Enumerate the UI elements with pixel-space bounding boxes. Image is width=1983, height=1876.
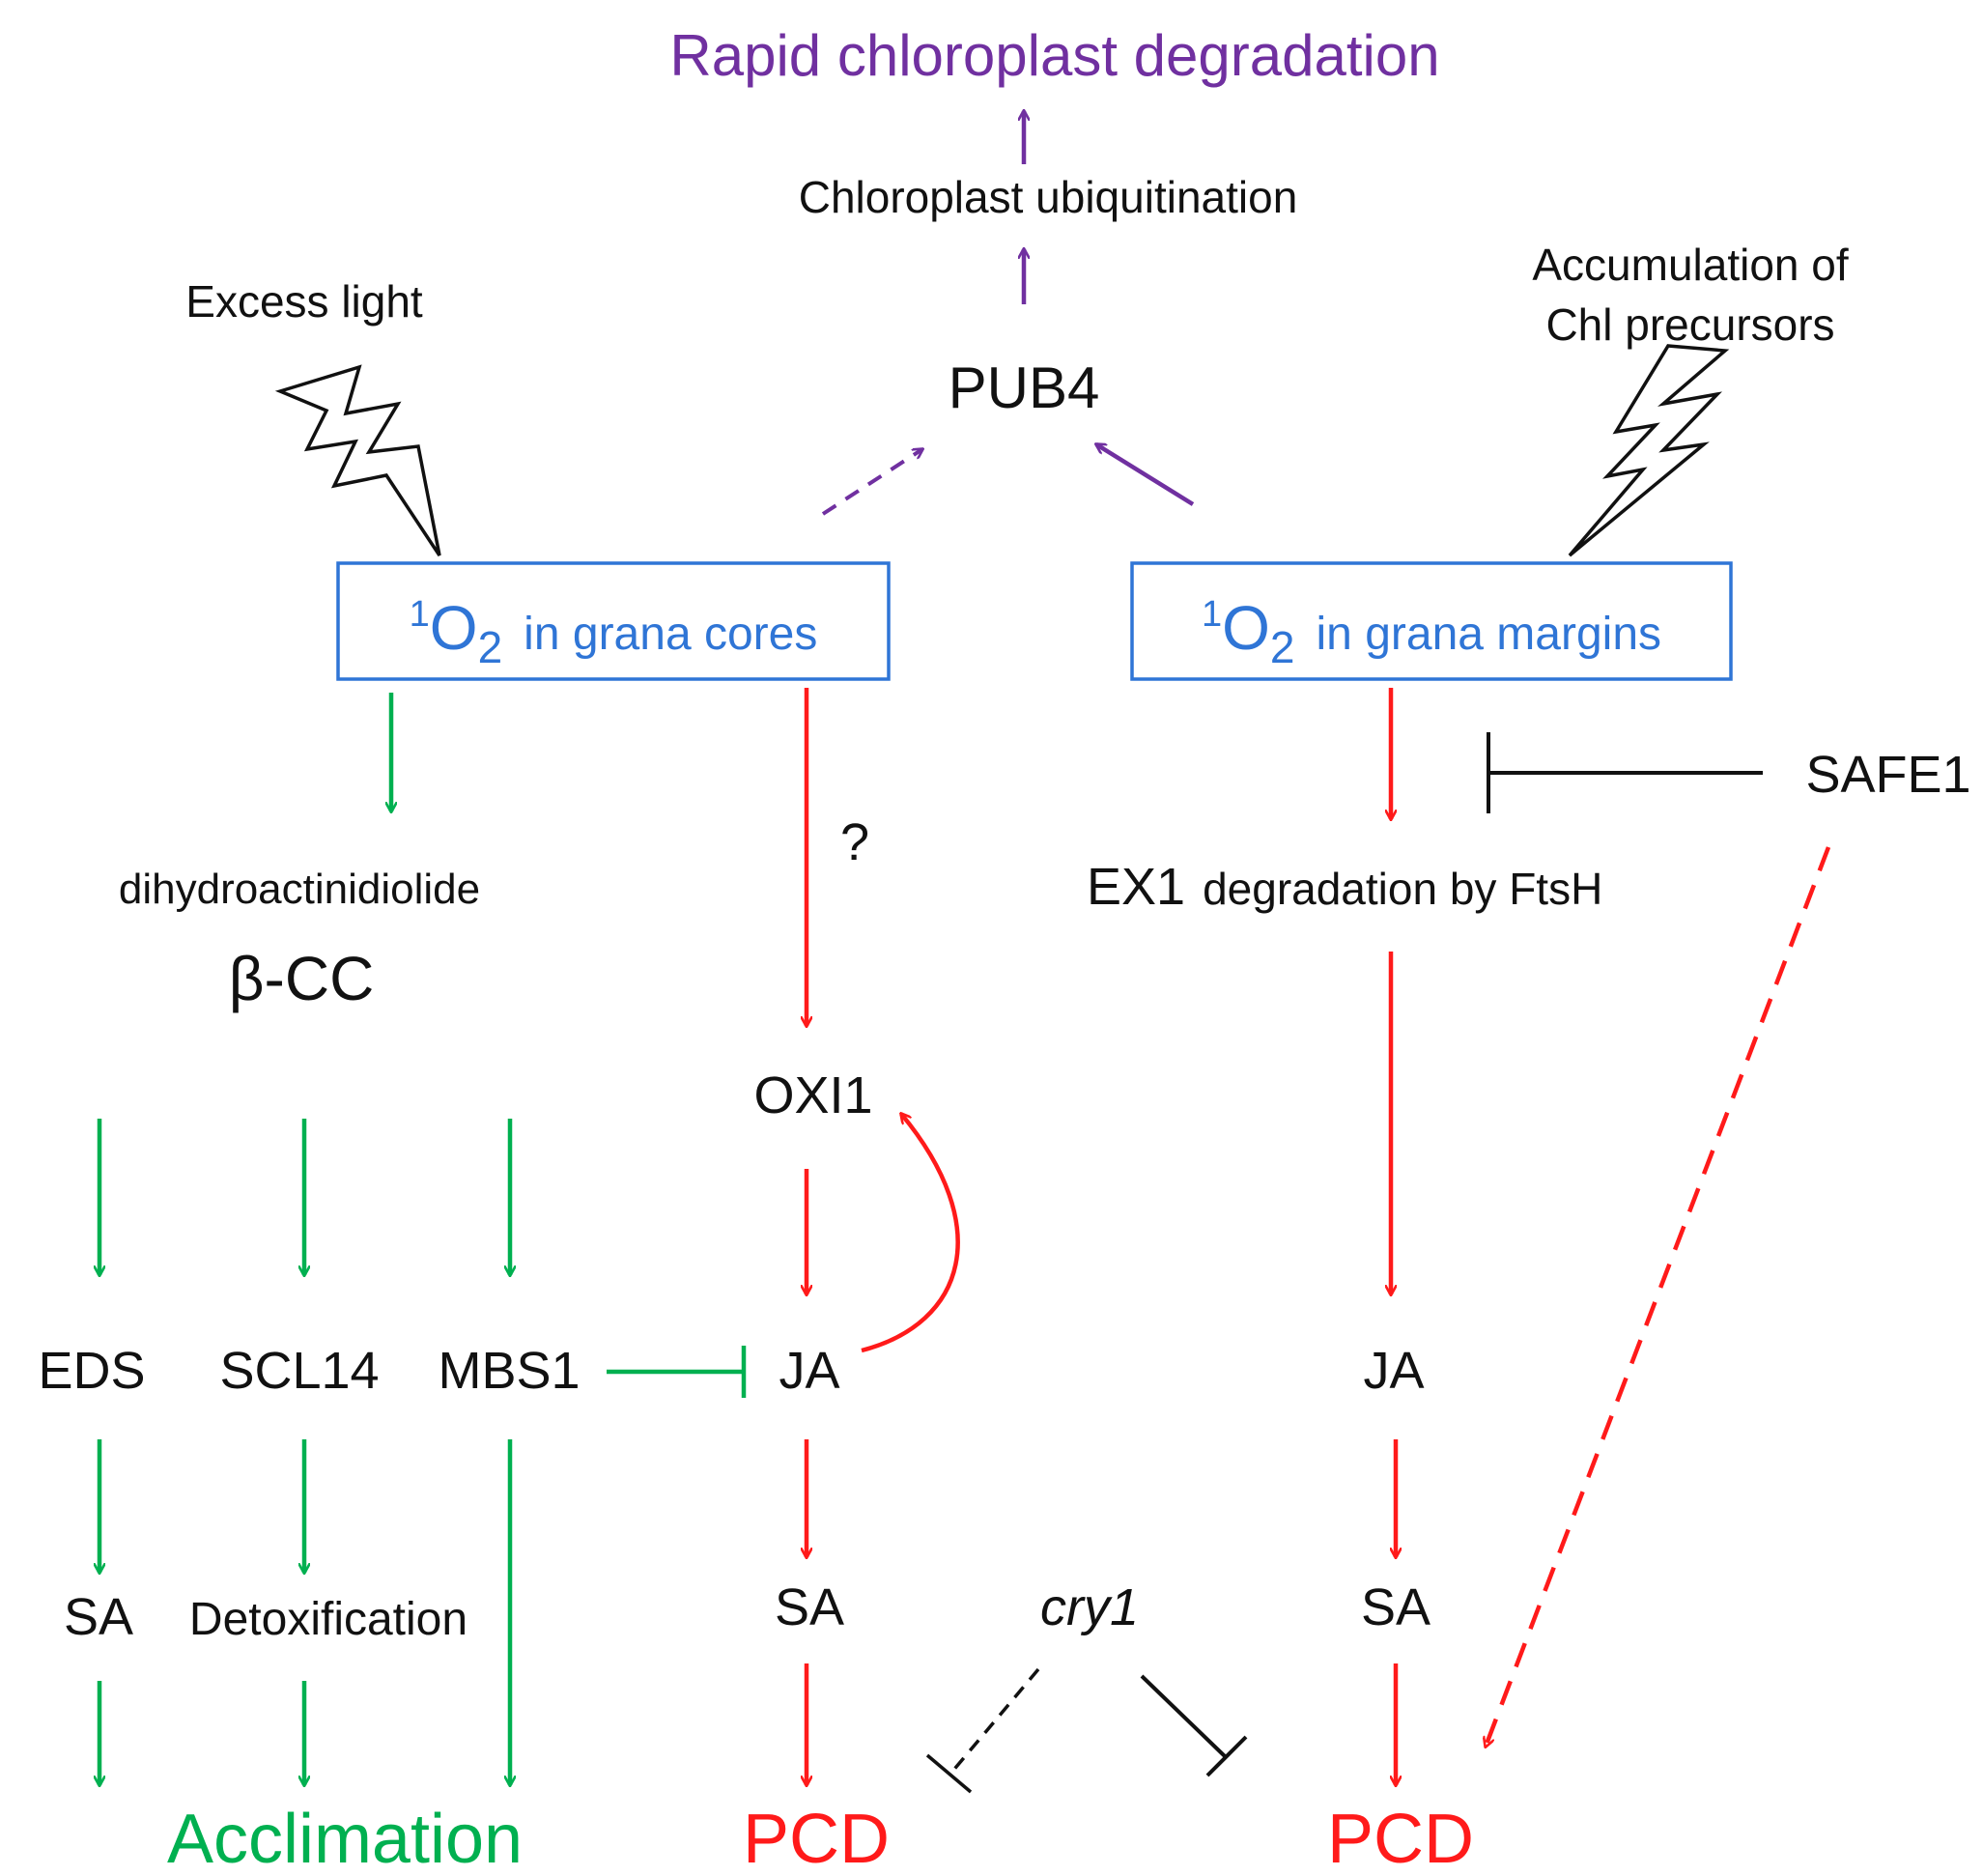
singlet-oxygen-o: O — [1222, 593, 1270, 663]
singlet-oxygen-subscript: 2 — [478, 622, 503, 672]
singlet-oxygen-subscript: 2 — [1270, 622, 1295, 672]
sa-mid-label: SA — [775, 1578, 844, 1636]
cry1-label: cry1 — [1040, 1578, 1139, 1636]
sa-green-label: SA — [64, 1588, 133, 1646]
ex1-text: EX1 — [1087, 858, 1185, 916]
dihydroactinidiolide-label: dihydroactinidiolide — [119, 866, 480, 913]
grana-margins-text: in grana margins — [1317, 609, 1662, 660]
pcd-right-label: PCD — [1327, 1801, 1474, 1876]
accumulation-label-line2: Chl precursors — [1545, 299, 1834, 350]
beta-cc-label: β-CC — [229, 944, 375, 1013]
pcd-left-label: PCD — [743, 1801, 890, 1876]
chloroplast-ubiquitination-label: Chloroplast ubiquitination — [799, 172, 1298, 222]
pub4-label: PUB4 — [949, 355, 1100, 420]
grana-margins-box — [1130, 561, 1733, 681]
inhibition-cry1-to-pcd-right — [1140, 1674, 1227, 1758]
grana-cores-label: 1O2 in grana cores — [410, 593, 818, 672]
excess-light-label: Excess light — [185, 276, 423, 327]
scl14-label: SCL14 — [219, 1342, 379, 1400]
singlet-oxygen-superscript: 1 — [410, 594, 430, 635]
mbs1-label: MBS1 — [438, 1342, 580, 1400]
ja-left-label: JA — [779, 1342, 839, 1400]
safe1-label: SAFE1 — [1805, 746, 1970, 804]
question-mark: ? — [840, 813, 869, 871]
detoxification-label: Detoxification — [189, 1594, 467, 1645]
lightning-bolt-icon — [274, 364, 441, 556]
sa-right-label: SA — [1361, 1578, 1431, 1636]
grana-cores-box — [336, 561, 891, 681]
grana-cores-text: in grana cores — [524, 609, 817, 660]
lightning-bolt-icon — [1568, 344, 1730, 557]
singlet-oxygen-superscript: 1 — [1202, 594, 1222, 635]
acclimation-label: Acclimation — [167, 1801, 523, 1876]
inhibition-bar — [1205, 1735, 1248, 1777]
dashed-inhibition-cry1-to-pcd-left — [949, 1667, 1040, 1775]
inhibition-bar — [925, 1753, 973, 1794]
ja-right-label: JA — [1363, 1342, 1424, 1400]
grana-margins-label: 1O2 in grana margins — [1202, 593, 1661, 672]
feedback-arrow-ja-to-oxi1 — [861, 1114, 960, 1353]
rapid-degradation-label: Rapid chloroplast degradation — [669, 23, 1439, 88]
singlet-oxygen-o: O — [430, 593, 478, 663]
ex1-degradation-label: EX1 degradation by FtsH — [1087, 858, 1602, 916]
dashed-arrow-cores-to-pub4 — [821, 449, 922, 516]
oxi1-label: OXI1 — [753, 1066, 872, 1124]
arrow-margins-to-pub4 — [1096, 444, 1195, 506]
eds-label: EDS — [38, 1342, 145, 1400]
accumulation-label-line1: Accumulation of — [1532, 240, 1848, 290]
dashed-arrow-safe1-to-pcd — [1486, 846, 1831, 1747]
ex1-degradation-text: degradation by FtsH — [1203, 864, 1602, 914]
